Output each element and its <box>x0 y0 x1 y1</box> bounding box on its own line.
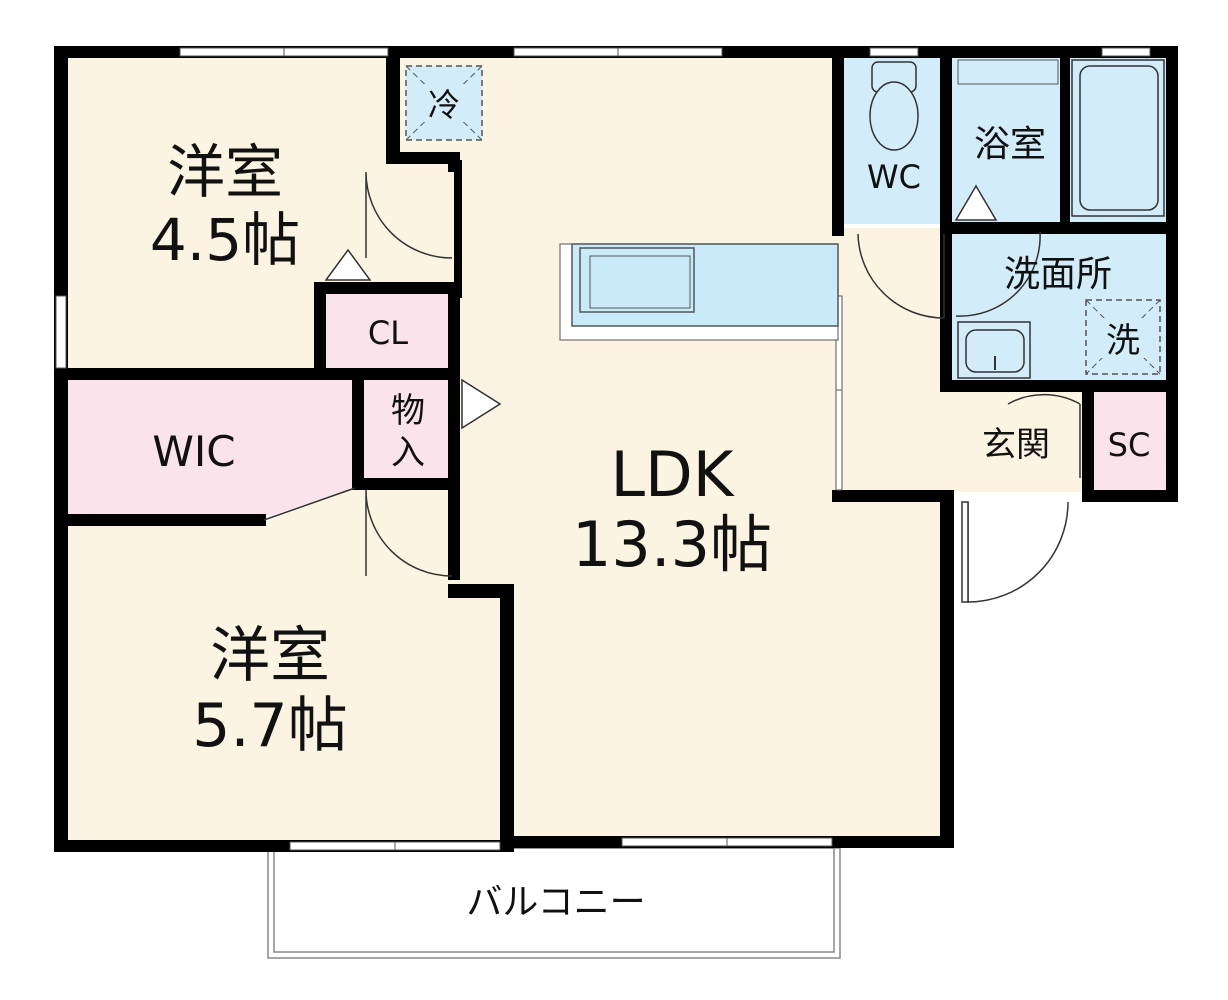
room1-size: 4.5帖 <box>150 206 300 274</box>
windows <box>55 47 1151 851</box>
hall-floor <box>838 228 948 494</box>
wic-floor <box>62 380 355 518</box>
balcony-label: バルコニー <box>466 882 645 923</box>
wash-basin <box>957 321 1031 379</box>
fridge-label-bg <box>424 84 464 122</box>
toilet-fixture <box>869 61 919 151</box>
entrance-label: 玄関 <box>982 425 1050 465</box>
room2-name: 洋室 <box>210 621 330 691</box>
room2-size: 5.7帖 <box>192 691 347 761</box>
bathtub <box>957 59 1165 217</box>
storage-floor <box>360 380 455 480</box>
room1-name: 洋室 <box>167 138 283 206</box>
ldk-name: LDK <box>611 438 735 511</box>
door-room2 <box>365 489 453 577</box>
western-room-2-floor <box>62 488 505 844</box>
doors <box>324 171 1081 603</box>
triangle-room1 <box>324 248 372 281</box>
wic-partition <box>263 487 356 521</box>
storage-label-2: 入 <box>391 433 425 473</box>
toilet-label: WC <box>867 158 921 196</box>
labels: 洋室 4.5帖 冷 CL WIC 物 入 LDK 13.3帖 洋室 5.7帖 W… <box>150 86 1150 923</box>
door-room1 <box>365 171 453 259</box>
door-entrance <box>967 501 1069 603</box>
triangle-bath <box>954 184 998 221</box>
bathroom-label: 浴室 <box>974 124 1046 165</box>
fixtures <box>263 59 1165 521</box>
kitchen-counter <box>559 243 839 341</box>
balcony <box>267 847 841 959</box>
door-bath <box>955 231 1041 317</box>
washing-machine-label: 洗 <box>1106 321 1140 361</box>
washing-machine-space <box>1085 299 1161 375</box>
fridge-label: 冷 <box>428 86 460 124</box>
door-toilet <box>857 233 945 319</box>
entrance-floor <box>948 388 1088 492</box>
closet-floor <box>324 292 452 368</box>
storage-label-1: 物 <box>391 391 425 431</box>
wic-label: WIC <box>152 427 235 476</box>
ldk-floor-lower <box>510 490 946 844</box>
door-entrance-inner <box>1007 393 1081 478</box>
shoe-closet-floor <box>1090 392 1170 492</box>
shoe-closet-label: SC <box>1108 426 1151 464</box>
triangle-ldk <box>461 378 502 430</box>
western-room-1-floor <box>62 54 455 375</box>
closet-label: CL <box>368 314 408 352</box>
washroom-label: 洗面所 <box>1004 254 1112 295</box>
ldk-size: 13.3帖 <box>572 508 772 581</box>
